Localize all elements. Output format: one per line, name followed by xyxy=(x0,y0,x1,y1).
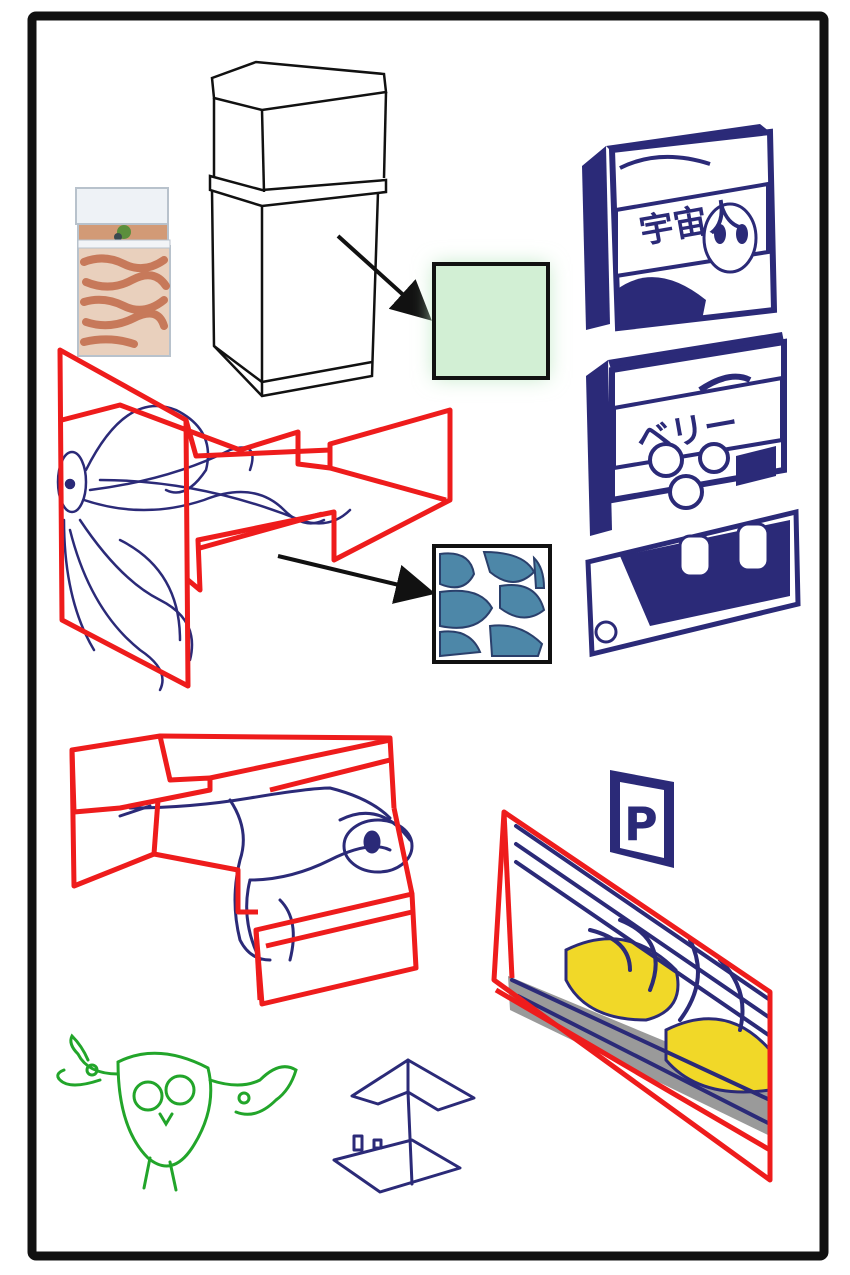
blue-swatch xyxy=(432,544,552,664)
umbrella-icon xyxy=(332,1058,476,1194)
owl-creature xyxy=(56,1033,298,1192)
arrow-icon xyxy=(336,234,432,321)
creature-box-sketch xyxy=(69,733,419,1007)
berry-shop-sketch: ベリー xyxy=(586,332,787,536)
parking-sign-icon: P xyxy=(610,770,674,868)
ant-farm-photo xyxy=(75,187,171,357)
parking-garage-sketch xyxy=(491,809,773,1183)
box-sketch xyxy=(208,60,388,398)
panel-frame xyxy=(27,11,829,1261)
parking-sign-text: P xyxy=(624,797,658,851)
capsule-shop-sketch xyxy=(585,508,801,658)
green-swatch xyxy=(432,262,550,380)
space-shop-sketch: 宇宙人 xyxy=(582,124,778,332)
octopus-box-sketch xyxy=(56,347,453,692)
arrow-icon-2 xyxy=(277,554,436,604)
